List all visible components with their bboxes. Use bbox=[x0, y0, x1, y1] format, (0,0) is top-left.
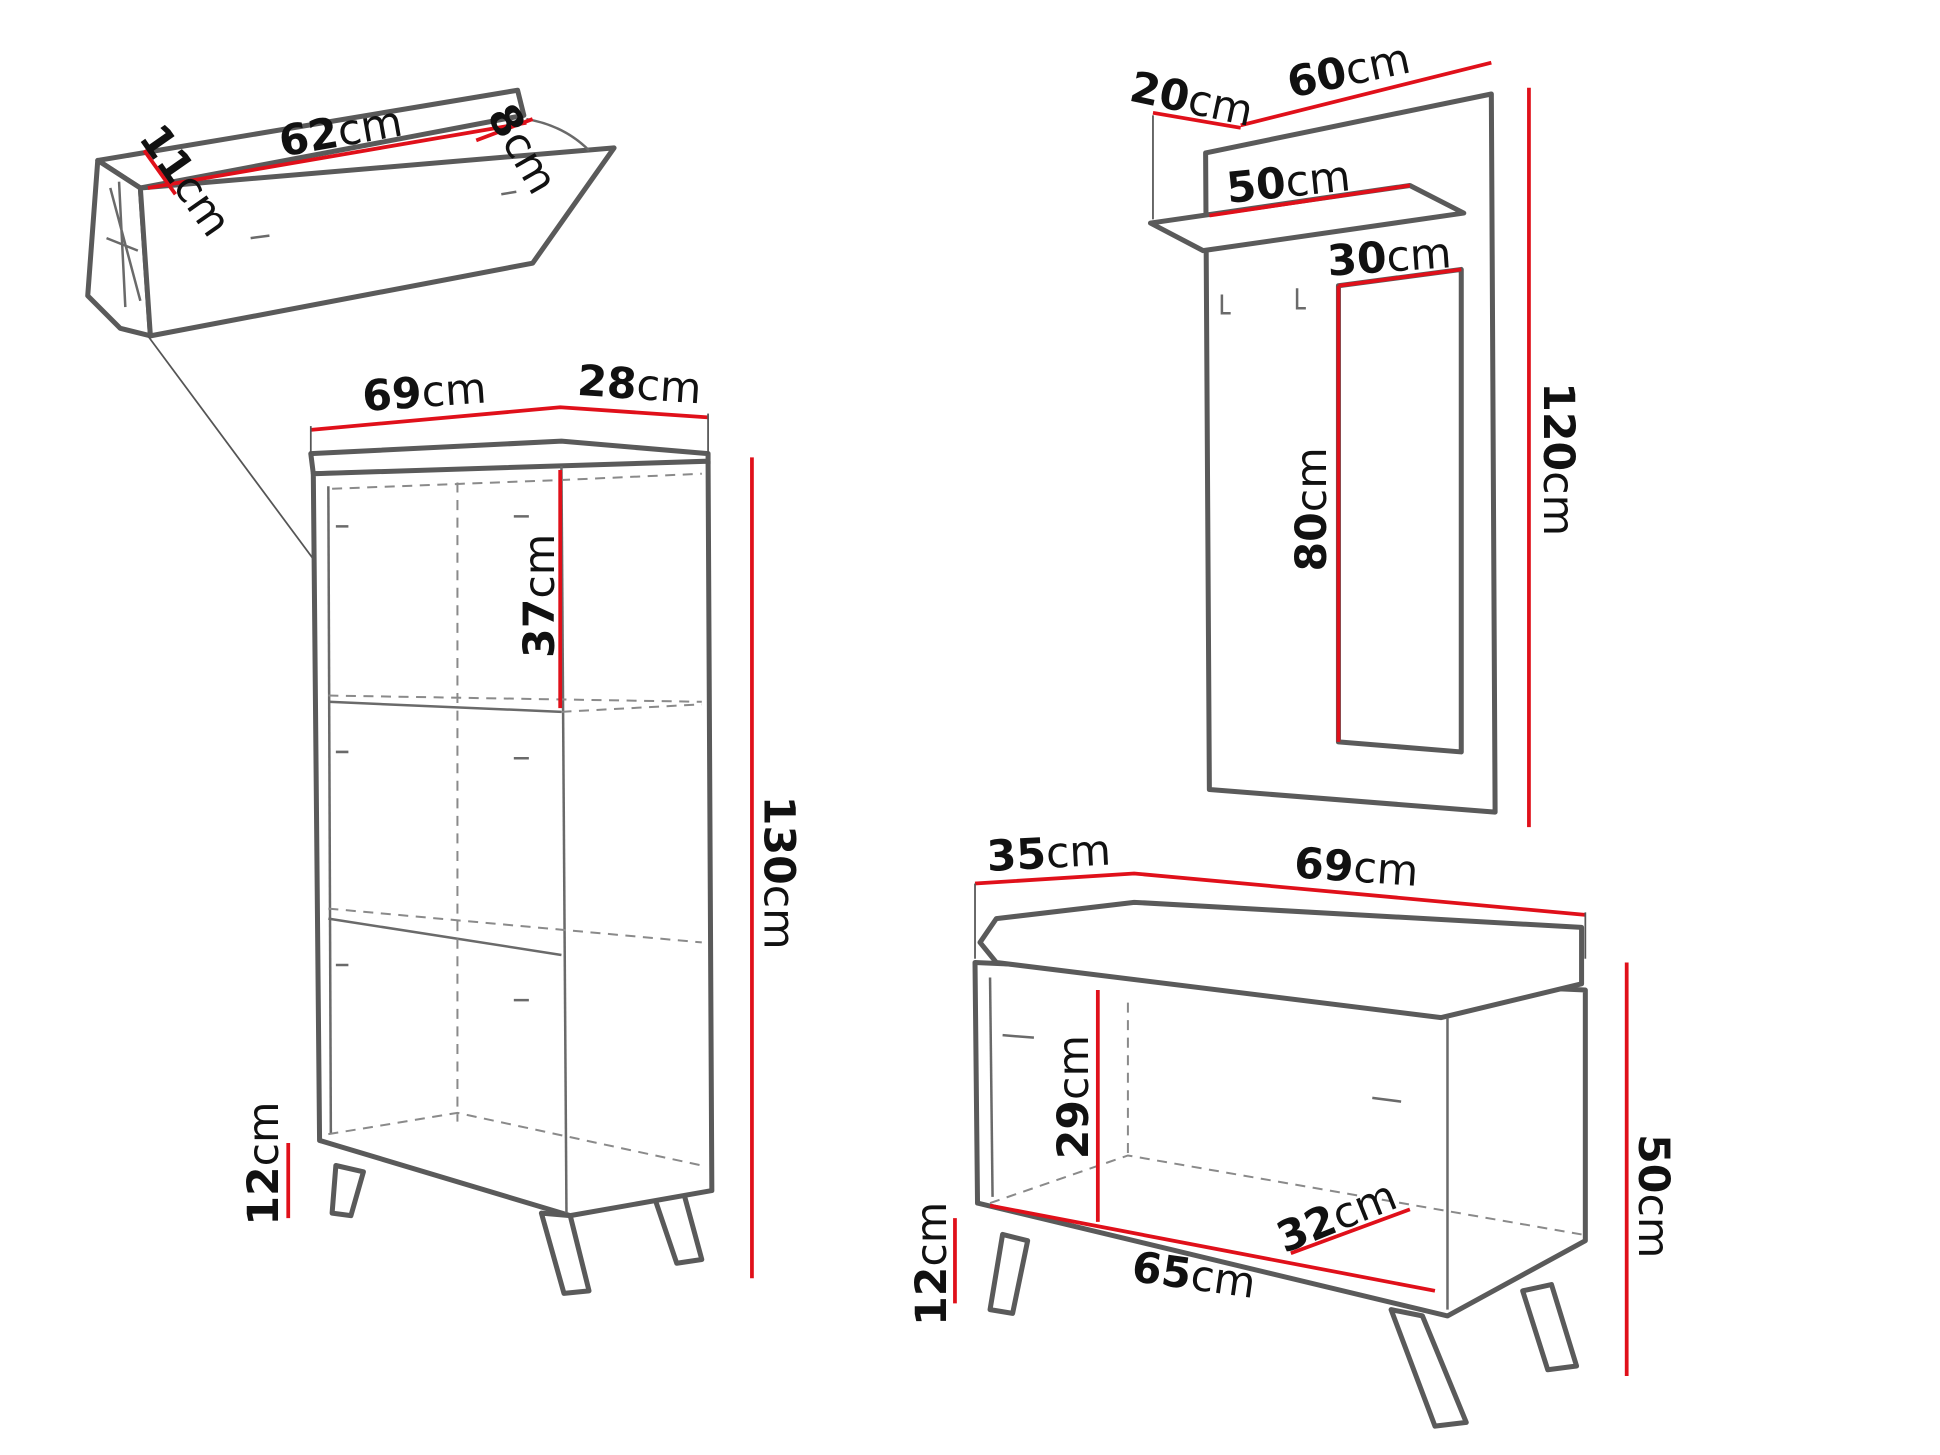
label-bench-inner-height: 29cm bbox=[1049, 1035, 1099, 1159]
label-cabinet-width: 69cm bbox=[361, 363, 488, 422]
label-bench-leg-height: 12cm bbox=[907, 1202, 957, 1326]
label-cabinet-height: 130cm bbox=[753, 796, 803, 950]
label-bench-depth: 35cm bbox=[986, 826, 1113, 882]
label-wall-shoe-width: 62cm bbox=[275, 97, 406, 168]
shoe-bench bbox=[953, 871, 1629, 1429]
label-panel-shelf-width: 50cm bbox=[1224, 151, 1353, 214]
label-mirror-width: 30cm bbox=[1326, 228, 1453, 287]
label-panel-shelf-depth: 20cm bbox=[1126, 62, 1258, 137]
label-bench-height: 50cm bbox=[1628, 1134, 1678, 1258]
wall-panel-with-mirror bbox=[1147, 60, 1531, 828]
wall-shoe-width-line bbox=[147, 120, 527, 190]
label-cabinet-depth: 28cm bbox=[576, 356, 703, 415]
label-mirror-height: 80cm bbox=[1287, 447, 1337, 571]
label-bench-inner-width: 65cm bbox=[1129, 1242, 1259, 1309]
label-bench-width: 69cm bbox=[1293, 838, 1420, 897]
label-cabinet-leg-height: 12cm bbox=[239, 1101, 289, 1225]
label-cabinet-shelf-height: 37cm bbox=[515, 534, 565, 658]
tall-cabinet bbox=[286, 405, 754, 1296]
label-panel-height: 120cm bbox=[1533, 382, 1583, 536]
